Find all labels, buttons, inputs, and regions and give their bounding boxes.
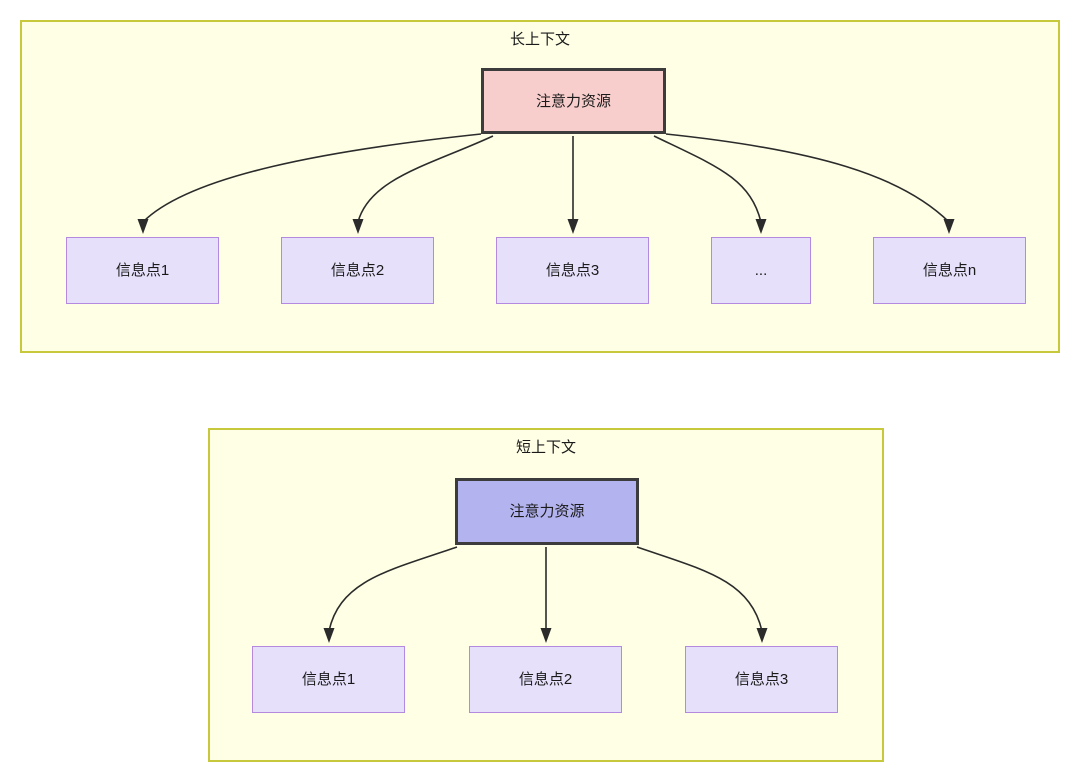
node-label: 注意力资源	[535, 92, 611, 110]
node-short-context-info-1[interactable]: 信息点1	[252, 646, 405, 713]
node-long-context-info-n[interactable]: 信息点n	[873, 237, 1026, 304]
node-label: 信息点1	[115, 262, 170, 279]
node-label: 信息点2	[518, 671, 573, 688]
node-label: 信息点3	[545, 262, 600, 279]
node-short-context-info-2[interactable]: 信息点2	[469, 646, 622, 713]
node-label: 注意力资源	[509, 503, 585, 520]
node-label: 信息点n	[922, 262, 977, 279]
node-label: 信息点1	[301, 671, 356, 688]
node-long-context-info-2[interactable]: 信息点2	[281, 237, 434, 304]
node-long-context-info-1[interactable]: 信息点1	[66, 237, 219, 304]
node-label: ...	[754, 262, 768, 279]
node-label: 信息点2	[330, 262, 385, 279]
node-long-context-attention-resource[interactable]: 注意力资源	[481, 68, 666, 134]
node-label: 信息点3	[734, 671, 789, 688]
group-long-context-title: 长上下文	[509, 31, 570, 48]
node-long-context-info-ellipsis[interactable]: ...	[711, 237, 811, 304]
node-short-context-info-3[interactable]: 信息点3	[685, 646, 838, 713]
group-short-context-title: 短上下文	[515, 439, 576, 456]
node-short-context-attention-resource[interactable]: 注意力资源	[455, 478, 639, 545]
node-long-context-info-3[interactable]: 信息点3	[496, 237, 649, 304]
